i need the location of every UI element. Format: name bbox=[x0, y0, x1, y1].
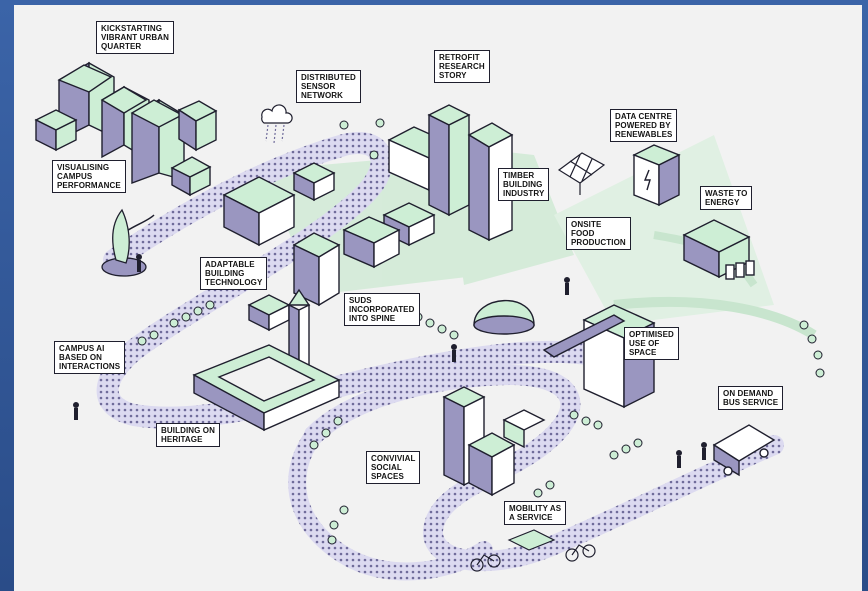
label-retrofit: RETROFIT RESEARCH STORY bbox=[434, 50, 490, 83]
label-timber: TIMBER BUILDING INDUSTRY bbox=[498, 168, 550, 201]
visualising-sculpture bbox=[101, 208, 147, 277]
urban-quarter-buildings bbox=[34, 61, 218, 197]
label-suds: SUDS INCORPORATED INTO SPINE bbox=[344, 293, 420, 326]
data-centre-building bbox=[632, 144, 681, 207]
label-on-demand: ON DEMAND BUS SERVICE bbox=[718, 386, 784, 410]
convivial-space-buildings bbox=[442, 386, 546, 497]
tree-rows bbox=[137, 118, 825, 545]
lightning-icon bbox=[643, 169, 651, 191]
adaptable-building-blocks bbox=[247, 216, 401, 332]
campus-artwork bbox=[34, 61, 825, 581]
label-onsite-food: ONSITE FOOD PRODUCTION bbox=[566, 217, 631, 250]
label-data-centre: DATA CENTRE POWERED BY RENEWABLES bbox=[610, 109, 678, 142]
label-campus-ai: CAMPUS AI BASED ON INTERACTIONS bbox=[54, 341, 126, 374]
person-icon bbox=[73, 254, 707, 468]
label-heritage: BUILDING ON HERITAGE bbox=[156, 423, 220, 447]
heritage-courtyard bbox=[192, 344, 341, 432]
label-distributed-sensor: DISTRIBUTED SENSOR NETWORK bbox=[296, 70, 361, 103]
label-mobility: MOBILITY AS A SERVICE bbox=[504, 501, 567, 525]
campus-spine-path bbox=[96, 132, 784, 581]
label-adaptable: ADAPTABLE BUILDING TECHNOLOGY bbox=[200, 257, 268, 290]
campus-illustration: KICKSTARTING VIBRANT URBAN QUARTER DISTR… bbox=[14, 5, 862, 591]
sensor-network-buildings bbox=[222, 162, 336, 247]
bicycle-icon bbox=[470, 529, 596, 572]
label-visualising: VISUALISING CAMPUS PERFORMANCE bbox=[52, 160, 126, 193]
label-waste: WASTE TO ENERGY bbox=[700, 186, 753, 210]
label-kickstarting: KICKSTARTING VIBRANT URBAN QUARTER bbox=[96, 21, 174, 54]
suds-dome bbox=[473, 299, 535, 335]
label-optimised: OPTIMISED USE OF SPACE bbox=[624, 327, 679, 360]
bus-icon bbox=[712, 424, 776, 477]
label-convivial: CONVIVIAL SOCIAL SPACES bbox=[366, 451, 421, 484]
waste-to-energy-plant bbox=[682, 219, 755, 280]
sensor-cloud-icon bbox=[261, 104, 293, 144]
solar-panel-icon bbox=[557, 152, 606, 195]
